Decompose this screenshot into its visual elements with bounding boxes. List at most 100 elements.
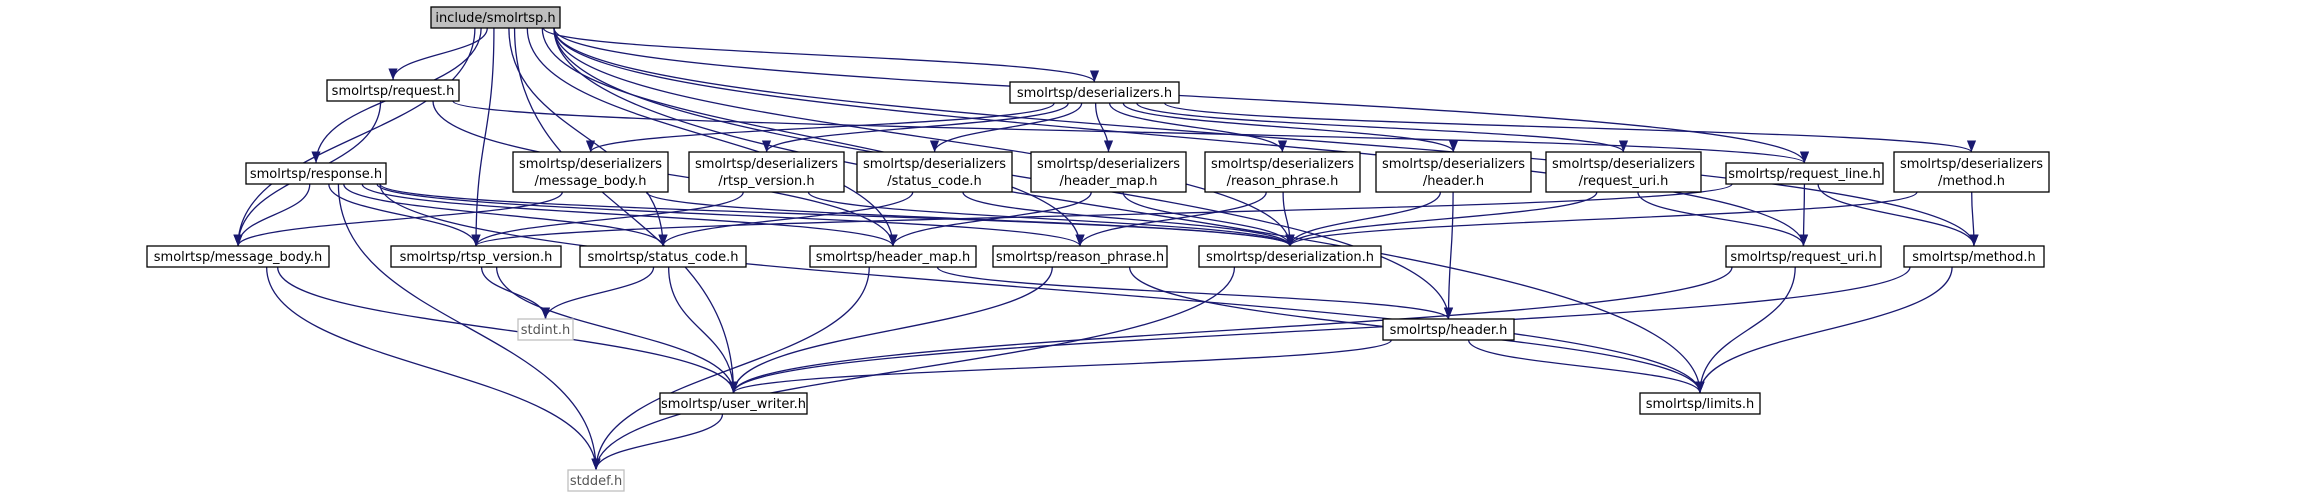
edge-status-code-to-user-writer <box>667 266 739 394</box>
edge-root-to-limits <box>553 27 1705 394</box>
node-d-rtsp-version[interactable]: smolrtsp/deserializers /rtsp_version.h <box>688 151 845 193</box>
node-deserializers[interactable]: smolrtsp/deserializers.h <box>1009 81 1180 104</box>
node-d-method[interactable]: smolrtsp/deserializers /method.h <box>1893 151 2050 193</box>
node-stdint-label: stdint.h <box>521 323 570 338</box>
edge-request-line-to-request-uri <box>1798 183 1809 247</box>
edge-reason-phrase-to-user-writer <box>728 266 1053 394</box>
edge-d-request-uri-to-deserialization <box>1285 191 1598 247</box>
edge-root-to-request <box>388 27 488 81</box>
node-user-writer-label: smolrtsp/user_writer.h <box>661 397 806 412</box>
nodes-layer: include/smolrtsp.h smolrtsp/request.h sm… <box>146 6 2050 492</box>
node-message-body[interactable]: smolrtsp/message_body.h <box>146 245 330 268</box>
edge-d-status-code-to-status-code <box>658 191 914 247</box>
node-user-writer[interactable]: smolrtsp/user_writer.h <box>659 392 808 415</box>
node-rtsp-version-label: smolrtsp/rtsp_version.h <box>400 250 553 265</box>
node-header[interactable]: smolrtsp/header.h <box>1382 318 1515 341</box>
node-d-message-body-line2: /message_body.h <box>535 174 647 189</box>
node-deserialization[interactable]: smolrtsp/deserialization.h <box>1198 245 1382 268</box>
node-d-header[interactable]: smolrtsp/deserializers /header.h <box>1375 151 1532 193</box>
edge-request-line-to-rtsp-version <box>471 183 1733 247</box>
node-d-reason-phrase-line2: /reason_phrase.h <box>1227 174 1339 189</box>
edge-d-header-to-deserialization <box>1285 191 1442 247</box>
node-d-reason-phrase[interactable]: smolrtsp/deserializers /reason_phrase.h <box>1204 151 1361 193</box>
edge-root-to-rtsp-version <box>471 27 495 247</box>
node-reason-phrase-label: smolrtsp/reason_phrase.h <box>996 250 1164 265</box>
edge-header-to-limits <box>1467 339 1705 394</box>
node-status-code-label: smolrtsp/status_code.h <box>587 250 738 265</box>
node-d-status-code-line1: smolrtsp/deserializers <box>863 157 1006 172</box>
edge-response-to-header-map <box>361 183 898 247</box>
node-message-body-label: smolrtsp/message_body.h <box>154 250 322 265</box>
node-d-method-line2: /method.h <box>1938 174 2005 189</box>
edge-d-rtsp-version-to-deserialization <box>807 191 1295 247</box>
node-header-label: smolrtsp/header.h <box>1390 323 1508 338</box>
node-d-status-code[interactable]: smolrtsp/deserializers /status_code.h <box>856 151 1013 193</box>
edge-d-request-uri-to-request-uri <box>1637 191 1809 247</box>
node-d-method-line1: smolrtsp/deserializers <box>1900 157 2043 172</box>
edge-method-to-user-writer <box>729 266 1911 394</box>
edges-layer <box>233 27 1979 471</box>
edge-header-map-to-stddef <box>591 266 870 471</box>
edge-root-to-request-uri <box>553 27 1809 247</box>
edge-rtsp-version-to-user-writer <box>495 266 739 394</box>
edge-root-to-deserializers <box>542 27 1099 83</box>
edge-deserializers-to-d-status-code <box>929 102 1083 153</box>
node-reason-phrase[interactable]: smolrtsp/reason_phrase.h <box>992 245 1168 268</box>
node-d-header-map-line1: smolrtsp/deserializers <box>1037 157 1180 172</box>
node-stddef[interactable]: stddef.h <box>567 469 625 492</box>
node-request-line-label: smolrtsp/request_line.h <box>1728 167 1881 182</box>
node-root[interactable]: include/smolrtsp.h <box>430 6 561 29</box>
node-d-header-line1: smolrtsp/deserializers <box>1382 157 1525 172</box>
node-response[interactable]: smolrtsp/response.h <box>245 162 387 185</box>
edge-deserializers-to-d-header <box>1122 102 1459 153</box>
node-root-label: include/smolrtsp.h <box>435 11 555 26</box>
node-request-uri[interactable]: smolrtsp/request_uri.h <box>1725 245 1882 268</box>
edge-root-to-status-code <box>508 27 668 247</box>
edge-root-to-header-map <box>526 27 898 247</box>
edge-d-reason-phrase-to-reason-phrase <box>1075 191 1267 247</box>
edge-d-method-to-method <box>1969 191 1979 247</box>
edge-d-rtsp-version-to-rtsp-version <box>471 191 744 247</box>
edge-root-to-reason-phrase <box>541 27 1085 247</box>
edge-request-uri-to-limits <box>1695 266 1796 394</box>
edge-message-body-to-stddef <box>265 266 601 471</box>
edge-d-header-map-to-header-map <box>888 191 1092 247</box>
node-limits[interactable]: smolrtsp/limits.h <box>1639 392 1761 415</box>
edge-d-status-code-to-deserialization <box>962 191 1295 247</box>
edge-header-to-user-writer <box>729 339 1392 394</box>
node-request-uri-label: smolrtsp/request_uri.h <box>1730 250 1876 265</box>
node-rtsp-version[interactable]: smolrtsp/rtsp_version.h <box>390 245 562 268</box>
node-stdint[interactable]: stdint.h <box>517 318 574 341</box>
node-d-message-body-line1: smolrtsp/deserializers <box>519 157 662 172</box>
node-status-code[interactable]: smolrtsp/status_code.h <box>579 245 747 268</box>
node-header-map[interactable]: smolrtsp/header_map.h <box>809 245 977 268</box>
node-d-header-map-line2: /header_map.h <box>1060 174 1158 189</box>
node-limits-label: smolrtsp/limits.h <box>1646 397 1755 412</box>
edge-d-method-to-deserialization <box>1285 191 1918 247</box>
node-d-rtsp-version-line1: smolrtsp/deserializers <box>695 157 838 172</box>
edge-message-body-to-user-writer <box>276 266 739 394</box>
node-request-label: smolrtsp/request.h <box>332 84 455 99</box>
edge-request-line-to-method <box>1817 183 1979 247</box>
node-response-label: smolrtsp/response.h <box>250 167 382 182</box>
node-request[interactable]: smolrtsp/request.h <box>326 79 460 102</box>
edge-root-to-message-body <box>233 27 476 247</box>
node-request-line[interactable]: smolrtsp/request_line.h <box>1725 162 1884 185</box>
edge-d-header-map-to-deserialization <box>1122 191 1295 247</box>
edge-deserializers-to-d-reason-phrase <box>1108 102 1288 153</box>
node-method[interactable]: smolrtsp/method.h <box>1903 245 2045 268</box>
edge-response-to-stddef <box>337 183 601 471</box>
node-d-request-uri[interactable]: smolrtsp/deserializers /request_uri.h <box>1545 151 1702 193</box>
edge-root-to-method <box>553 27 1979 247</box>
edge-deserializers-to-d-rtsp-version <box>761 102 1069 153</box>
node-d-message-body[interactable]: smolrtsp/deserializers /message_body.h <box>512 151 669 193</box>
edge-header-map-to-header <box>936 266 1453 320</box>
node-d-rtsp-version-line2: /rtsp_version.h <box>718 174 814 189</box>
node-d-header-map[interactable]: smolrtsp/deserializers /header_map.h <box>1030 151 1187 193</box>
edge-response-to-rtsp-version <box>328 183 481 247</box>
node-d-reason-phrase-line1: smolrtsp/deserializers <box>1211 157 1354 172</box>
edge-response-to-status-code <box>343 183 668 247</box>
node-stddef-label: stddef.h <box>570 474 622 489</box>
node-deserialization-label: smolrtsp/deserialization.h <box>1206 250 1374 265</box>
